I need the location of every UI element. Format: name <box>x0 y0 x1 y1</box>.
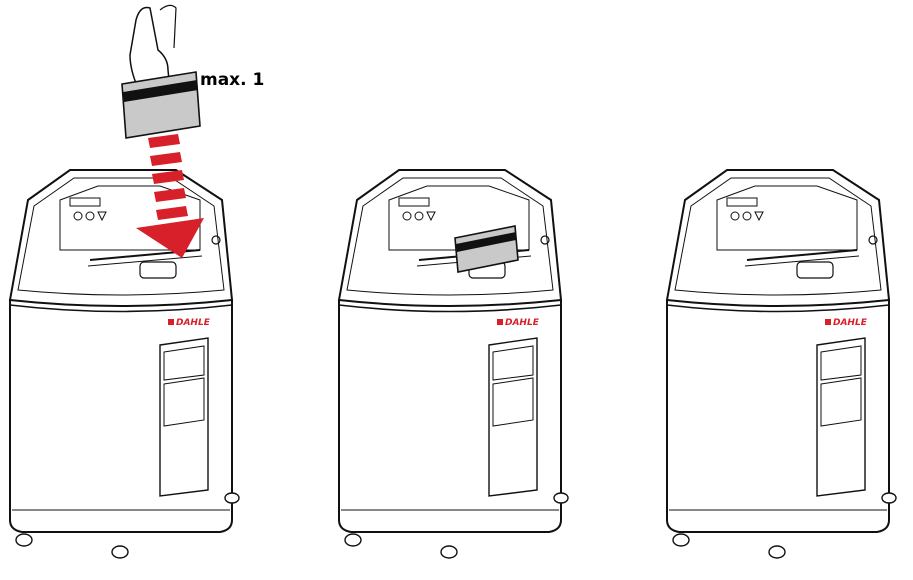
shredder-step-2: DAHLE <box>339 170 568 558</box>
brand-logo-2: DAHLE <box>505 318 540 328</box>
quantity-limit-label: max. 1 <box>200 70 264 90</box>
brand-logo-3: DAHLE <box>833 318 868 328</box>
shredder-step-3: DAHLE <box>667 170 896 558</box>
shredder-step-1: DAHLE <box>10 170 239 558</box>
brand-logo-1: DAHLE <box>176 318 211 328</box>
credit-card <box>122 72 200 138</box>
